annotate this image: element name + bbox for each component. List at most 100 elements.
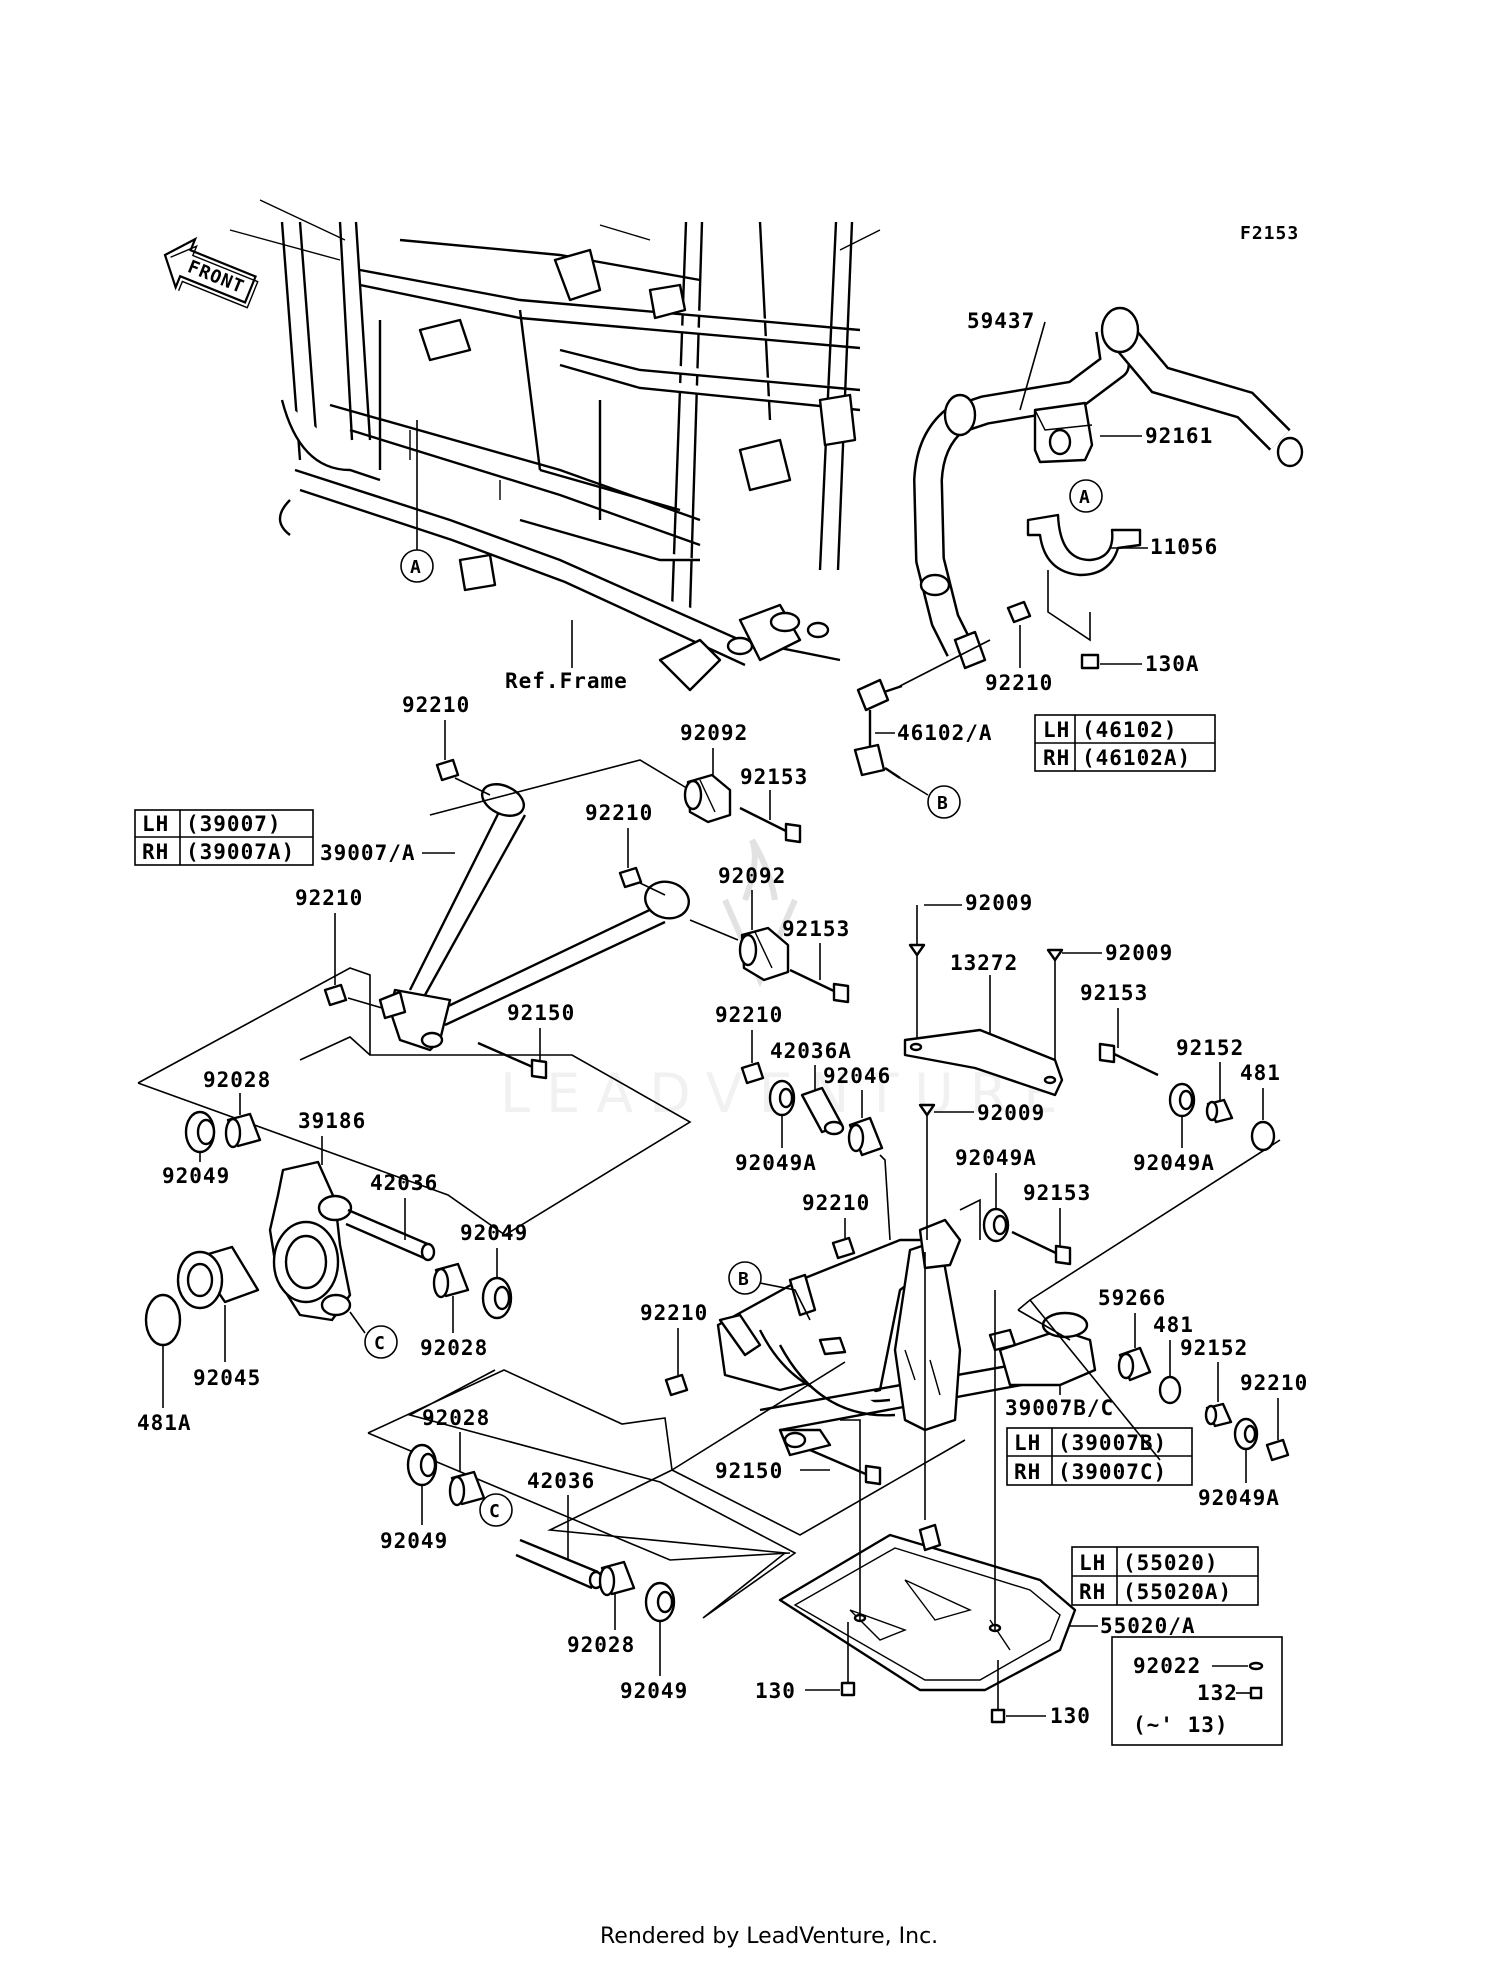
bracket-b-arm bbox=[788, 1273, 817, 1317]
collar-92028-c bbox=[448, 1470, 486, 1507]
lower-a-arm bbox=[716, 1218, 1097, 1457]
part-92210-left: 92210 bbox=[295, 886, 363, 910]
pin-42036-a bbox=[347, 1208, 431, 1247]
part-92210-lw: 92210 bbox=[640, 1301, 708, 1325]
seal-92049A-m bbox=[982, 1207, 1010, 1243]
callout-a-bracket-letter: A bbox=[1079, 487, 1091, 508]
part-13272: 13272 bbox=[950, 951, 1018, 975]
part-92049A-l: 92049A bbox=[735, 1151, 817, 1175]
part-132: 132 bbox=[1197, 1681, 1238, 1705]
bolt-130-r bbox=[990, 1708, 1006, 1724]
table-46102: LH (46102) RH (46102A) bbox=[1034, 714, 1216, 772]
callout-b-arm-letter: B bbox=[738, 1269, 750, 1290]
table-39007BC: LH (39007B) RH (39007C) bbox=[1006, 1427, 1193, 1486]
part-55020: 55020/A bbox=[1100, 1614, 1196, 1638]
part-92028-b: 92028 bbox=[420, 1336, 488, 1360]
circlip-481A bbox=[144, 1293, 182, 1347]
part-92028-c: 92028 bbox=[422, 1406, 490, 1430]
part-92022: 92022 bbox=[1133, 1654, 1201, 1678]
seal-92049-d bbox=[644, 1581, 676, 1623]
screw-92009-a bbox=[908, 943, 926, 957]
bolt-92153-mid bbox=[789, 968, 837, 994]
knuckle-39186 bbox=[268, 1160, 353, 1322]
bolt-92153-r bbox=[1109, 1050, 1159, 1077]
callout-c-pivot-letter: C bbox=[489, 1501, 501, 1522]
part-92046: 92046 bbox=[823, 1064, 891, 1088]
stabilizer-bar bbox=[913, 306, 1304, 670]
t46102-rh-val: (46102A) bbox=[1082, 746, 1191, 770]
callout-a-frame-letter: A bbox=[410, 557, 422, 578]
part-130-r: 130 bbox=[1050, 1704, 1091, 1728]
frame-drawing bbox=[229, 199, 881, 692]
part-92092-top: 92092 bbox=[680, 721, 748, 745]
part-92009-b: 92009 bbox=[1105, 941, 1173, 965]
part-42036-a: 42036 bbox=[370, 1171, 438, 1195]
part-92153-r: 92153 bbox=[1080, 981, 1148, 1005]
bearing-92045 bbox=[176, 1245, 260, 1310]
part-481A: 481A bbox=[137, 1411, 192, 1435]
callout-b-arm bbox=[728, 1261, 762, 1295]
seal-92049-c bbox=[406, 1443, 438, 1487]
sleeve-42036A bbox=[800, 1086, 845, 1136]
screw-92009-c bbox=[918, 1103, 936, 1117]
part-92092-mid: 92092 bbox=[718, 864, 786, 888]
nut-92210-top bbox=[435, 758, 460, 782]
nut-92210-br bbox=[1265, 1438, 1290, 1462]
circlip-481-r bbox=[1250, 1120, 1276, 1152]
part-92028-d: 92028 bbox=[567, 1633, 635, 1657]
t39007BC-rh: RH bbox=[1014, 1460, 1041, 1484]
pin-42036-b bbox=[519, 1538, 599, 1574]
t46102-lh: LH bbox=[1043, 718, 1070, 742]
table-39007: LH (39007) RH (39007A) bbox=[134, 809, 314, 866]
bolt-92150-lo bbox=[809, 1448, 869, 1477]
collar-92028-a bbox=[224, 1112, 262, 1149]
part-92009-a: 92009 bbox=[965, 891, 1033, 915]
bushing-92092-mid bbox=[738, 926, 790, 982]
part-92009-c: 92009 bbox=[977, 1101, 1045, 1125]
callout-a-bracket bbox=[1069, 479, 1103, 513]
bushing-92161 bbox=[1033, 401, 1094, 464]
skid-plate-55020 bbox=[778, 1523, 1077, 1692]
bracket-11056 bbox=[1026, 513, 1142, 577]
washer-92022-icon bbox=[1248, 1661, 1264, 1671]
t55020-lh-val: (55020) bbox=[1123, 1551, 1219, 1575]
seal-92049A-r bbox=[1168, 1082, 1196, 1118]
part-92210-low: 92210 bbox=[715, 1003, 783, 1027]
part-92153-mid: 92153 bbox=[782, 917, 850, 941]
bushing-92046 bbox=[847, 1116, 884, 1157]
callout-c-knuckle bbox=[364, 1325, 398, 1359]
seal-92049-b bbox=[481, 1276, 513, 1320]
part-92049A-b: 92049A bbox=[1198, 1486, 1280, 1510]
seal-92049-a bbox=[184, 1110, 216, 1154]
upper-a-arm bbox=[378, 783, 690, 1052]
t39007BC-lh: LH bbox=[1014, 1431, 1041, 1455]
seal-92049A-b bbox=[1233, 1417, 1259, 1451]
nut-92210-arm bbox=[831, 1236, 856, 1260]
figure-code: F2153 bbox=[1240, 223, 1299, 244]
t39007-rh: RH bbox=[142, 840, 169, 864]
t55020-rh-val: (55020A) bbox=[1123, 1580, 1232, 1604]
part-59437: 59437 bbox=[967, 309, 1035, 333]
part-46102: 46102/A bbox=[897, 721, 993, 745]
part-92049A-r: 92049A bbox=[1133, 1151, 1215, 1175]
part-130-l: 130 bbox=[755, 1679, 796, 1703]
callout-b-link bbox=[927, 785, 961, 819]
collar-92152-r bbox=[1205, 1098, 1234, 1124]
callout-c-pivot bbox=[479, 1493, 513, 1527]
t39007BC-lh-val: (39007B) bbox=[1058, 1431, 1167, 1455]
part-130A: 130A bbox=[1145, 652, 1200, 676]
part-42036-b: 42036 bbox=[527, 1469, 595, 1493]
nut-92210-lw bbox=[664, 1373, 689, 1397]
part-59266: 59266 bbox=[1098, 1286, 1166, 1310]
t55020-lh: LH bbox=[1079, 1551, 1106, 1575]
t39007BC-rh-val: (39007C) bbox=[1058, 1460, 1167, 1484]
bushing-92092-top bbox=[683, 773, 732, 824]
part-92153-m: 92153 bbox=[1023, 1181, 1091, 1205]
part-92210-mid: 92210 bbox=[585, 801, 653, 825]
part-92152-r: 92152 bbox=[1176, 1036, 1244, 1060]
front-arrow-icon: FRONT bbox=[163, 236, 259, 309]
t55020-rh: RH bbox=[1079, 1580, 1106, 1604]
nut-92210-mid bbox=[618, 866, 643, 889]
part-92045: 92045 bbox=[193, 1366, 261, 1390]
screw-92009-b bbox=[1046, 948, 1064, 962]
